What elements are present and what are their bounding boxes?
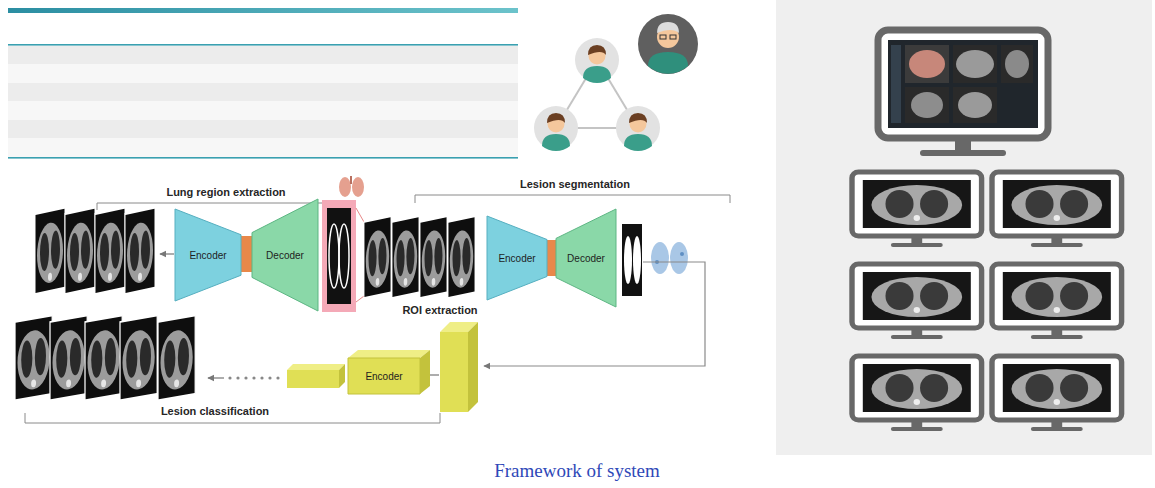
block-label: Encoder — [189, 250, 226, 261]
encoder-block: Encoder — [348, 358, 420, 394]
stage-title: Lesion classification — [158, 405, 272, 417]
stage-title: Lung region extraction — [163, 186, 288, 198]
decoder-block: Decoder — [252, 199, 318, 311]
encoder-block: Encoder — [175, 209, 241, 301]
stage-title: Lesion segmentation — [517, 178, 633, 190]
doctor-team-icon — [534, 14, 698, 151]
block-label: Decoder — [567, 253, 605, 264]
lesion-classification-stage — [15, 315, 478, 423]
workstation-panel — [776, 0, 1152, 455]
block-label: Encoder — [365, 371, 402, 382]
lung-extraction-stage — [35, 176, 364, 312]
block-label: Encoder — [498, 253, 535, 264]
stage-title: ROI extraction — [399, 304, 480, 316]
table-banner — [8, 8, 518, 159]
figure-caption: Framework of system — [494, 460, 660, 482]
block-label: Decoder — [266, 250, 304, 261]
encoder-block: Encoder — [487, 216, 547, 300]
lesion-segmentation-stage — [356, 195, 730, 366]
decoder-block: Decoder — [556, 209, 616, 307]
